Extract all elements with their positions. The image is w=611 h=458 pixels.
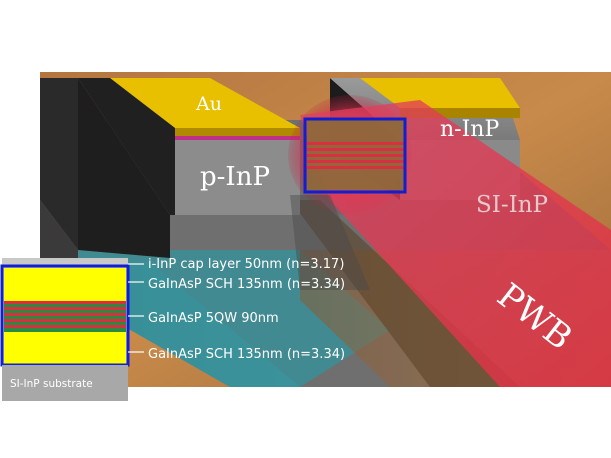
au-contact-left-front	[175, 128, 300, 136]
inset-substrate-label: SI-InP substrate	[10, 378, 93, 390]
mesa-dark-left-edge	[78, 78, 175, 215]
substrate-front-face	[40, 200, 78, 262]
core-highlight-box	[303, 117, 407, 194]
inset-layer-qw: GaInAsP 5QW 90nm	[148, 311, 279, 326]
label-n-inp: n-InP	[440, 117, 499, 142]
left-substrate-block	[40, 78, 78, 250]
core-quantum-wells	[307, 142, 404, 169]
label-au: Au	[195, 93, 222, 115]
inset-layer-cap: i-InP cap layer 50nm (n=3.17)	[148, 257, 344, 272]
au-contact-left-magenta	[175, 136, 300, 140]
inset-layer-sch-top: GaInAsP SCH 135nm (n=3.34)	[148, 277, 345, 292]
p-inp-mesa-front	[170, 140, 300, 215]
inset-leader-lines	[128, 263, 144, 353]
inset-layer-sch-bottom: GaInAsP SCH 135nm (n=3.34)	[148, 347, 345, 362]
p-inp-mesa-side	[78, 78, 170, 258]
au-contact-left-top	[110, 78, 300, 128]
au-contact-right-top	[360, 78, 520, 108]
label-si-inp: SI-InP	[476, 192, 548, 218]
core-shadow	[290, 195, 370, 290]
inset-cross-section	[0, 258, 130, 401]
label-p-inp: p-InP	[200, 162, 270, 192]
